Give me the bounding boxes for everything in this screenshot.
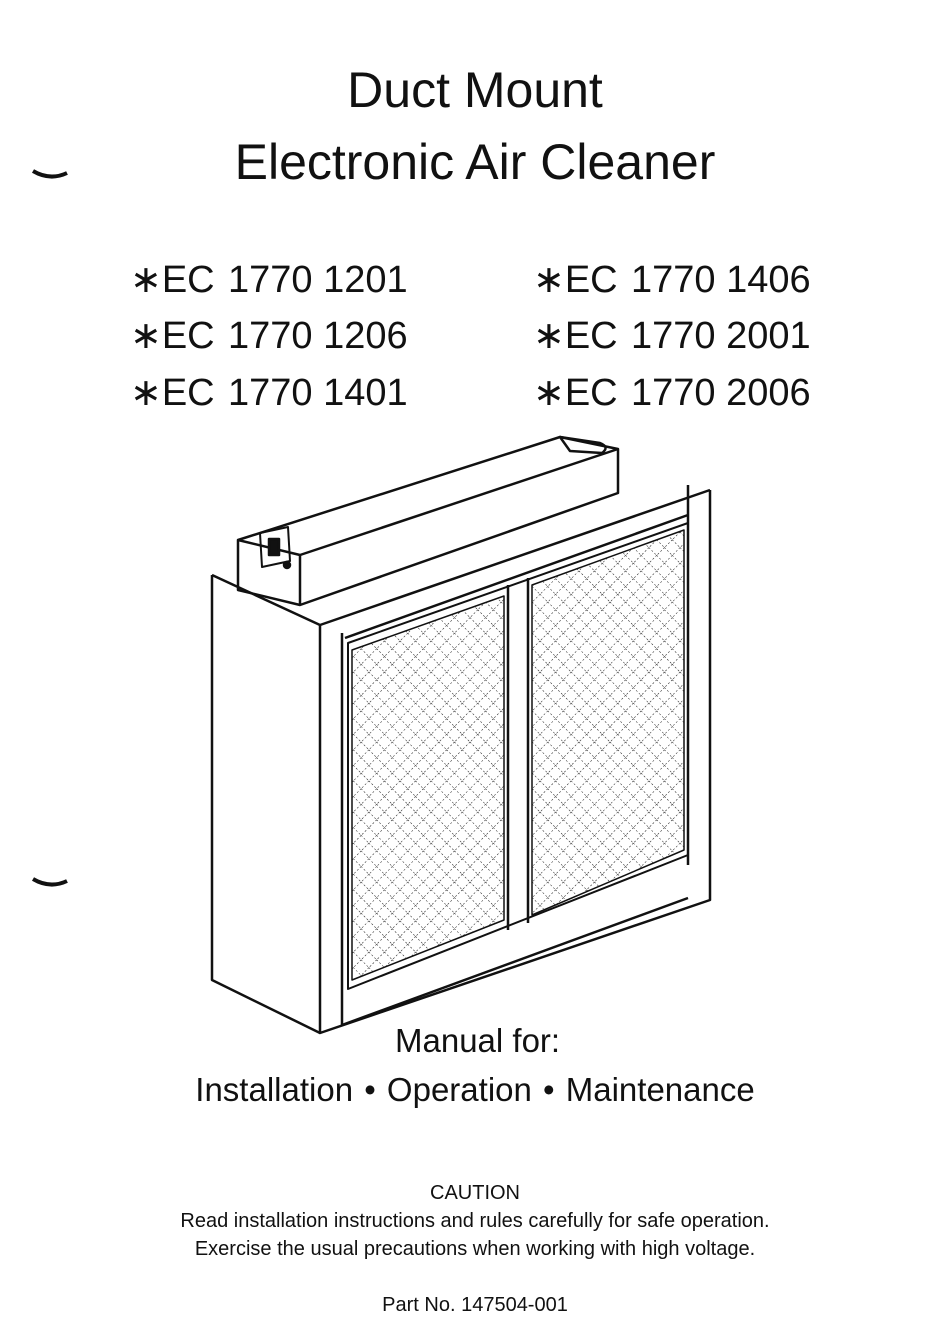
manual-topics: Installation • Operation • Maintenance [195, 1071, 755, 1108]
binder-mark-bottom [31, 877, 68, 887]
model-item: ∗EC 1770 2001 [533, 317, 811, 355]
air-cleaner-illustration [210, 435, 712, 1035]
model-prefix: ∗EC [533, 372, 618, 414]
model-item: ∗EC 1770 1201 [130, 261, 408, 299]
model-item: ∗EC 1770 1406 [533, 261, 811, 299]
model-number: 1770 1406 [631, 259, 811, 301]
model-prefix: ∗EC [130, 315, 215, 357]
model-item: ∗EC 1770 1206 [130, 317, 408, 355]
page-title-line1: Duct Mount [347, 62, 603, 118]
model-number: 1770 2001 [631, 315, 811, 357]
caution-heading: CAUTION [430, 1182, 520, 1204]
caution-line-1: Read installation instructions and rules… [180, 1210, 770, 1232]
model-item: ∗EC 1770 2006 [533, 374, 811, 412]
model-prefix: ∗EC [533, 259, 618, 301]
part-number: Part No. 147504-001 [382, 1294, 568, 1316]
model-prefix: ∗EC [533, 315, 618, 357]
page-title-line2: Electronic Air Cleaner [234, 134, 716, 190]
caution-line-2: Exercise the usual precautions when work… [194, 1238, 756, 1260]
model-number: 1770 1401 [228, 372, 408, 414]
model-item: ∗EC 1770 1401 [130, 374, 408, 412]
model-number: 1770 2006 [631, 372, 811, 414]
model-prefix: ∗EC [130, 372, 215, 414]
model-prefix: ∗EC [130, 259, 215, 301]
binder-mark-top [31, 169, 68, 179]
model-number: 1770 1206 [228, 315, 408, 357]
model-number: 1770 1201 [228, 259, 408, 301]
manual-heading: Manual for: [395, 1022, 561, 1059]
